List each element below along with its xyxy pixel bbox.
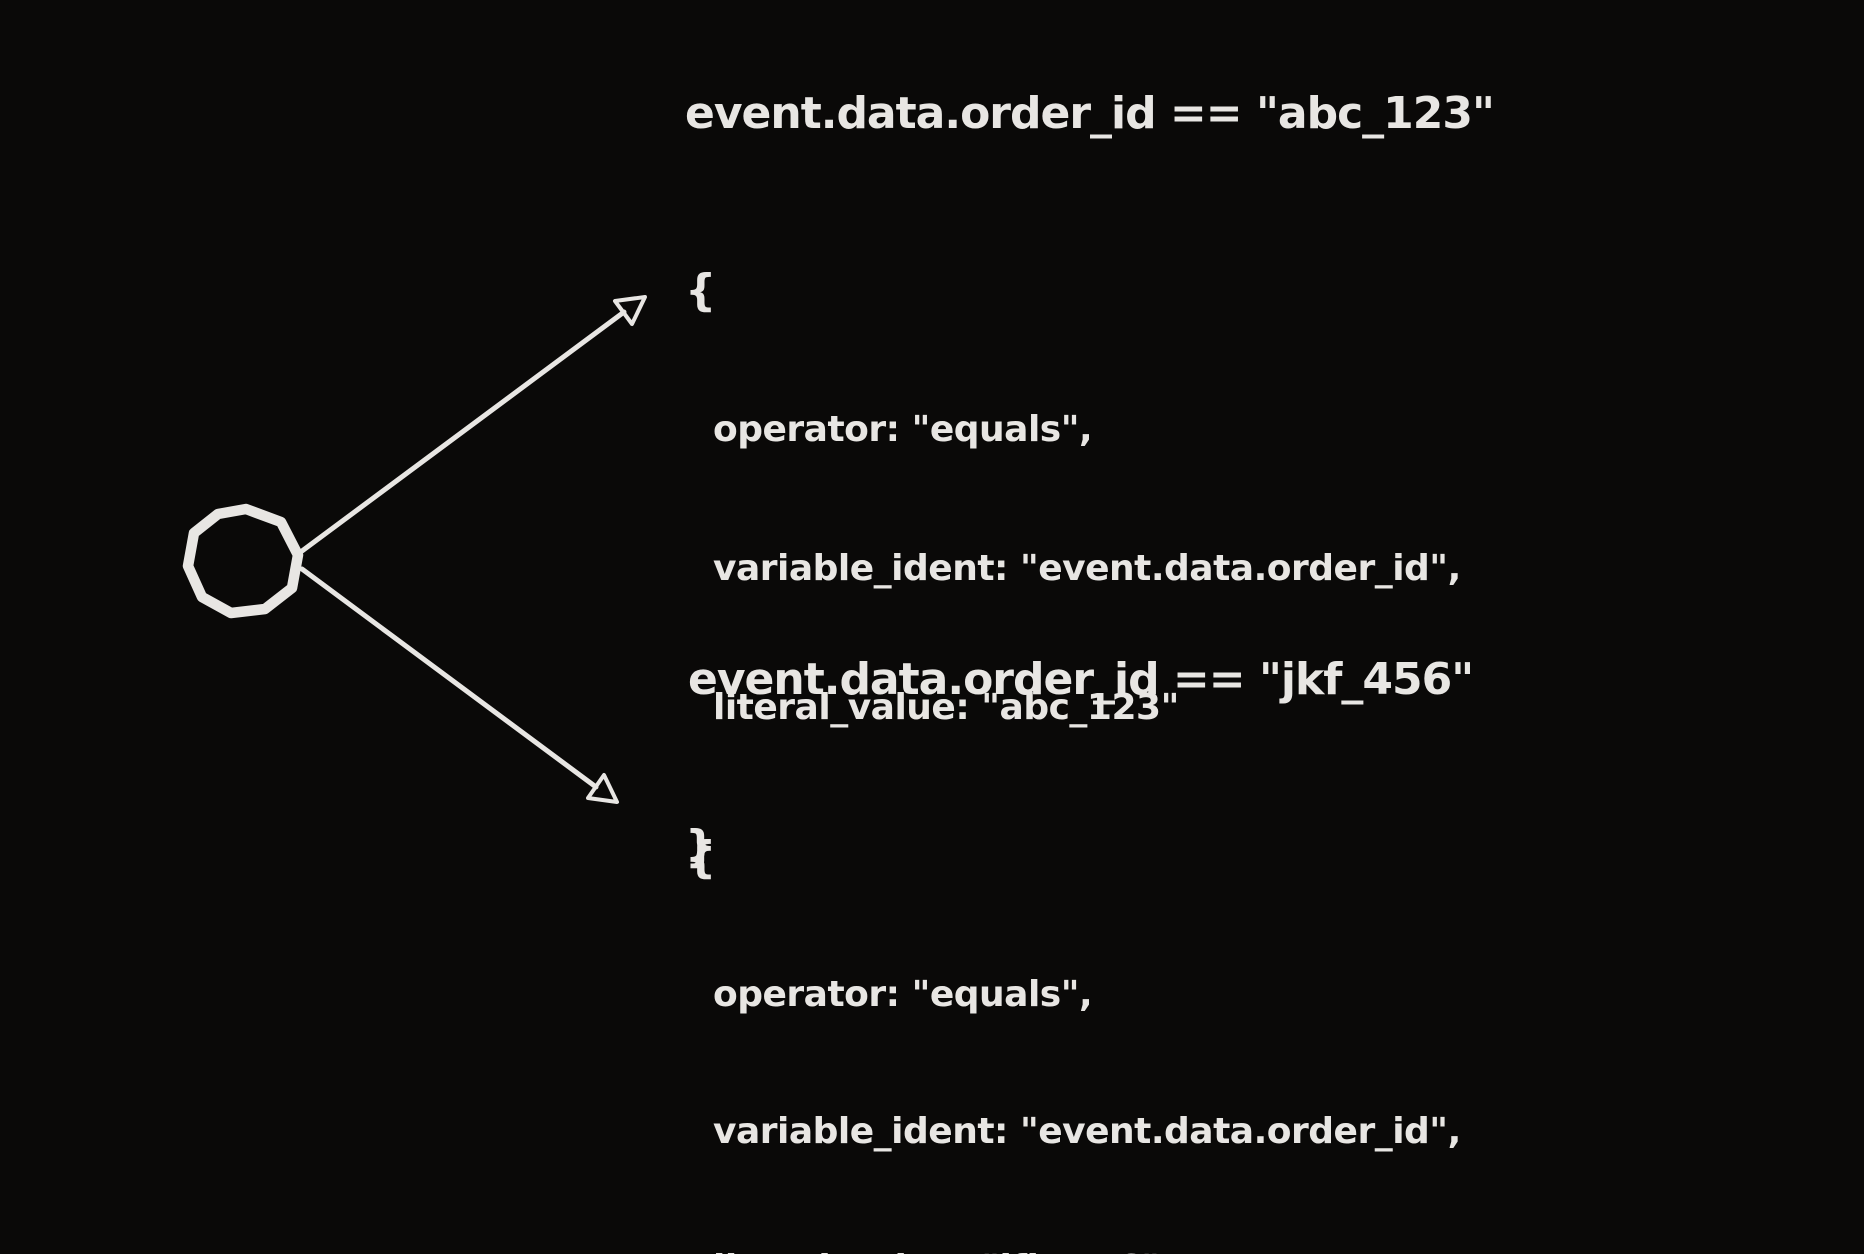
code-line: { bbox=[685, 265, 716, 316]
code-line: literal_value: "jfk_456" bbox=[685, 1241, 1461, 1254]
code-block-1: { operator: "equals", variable_ident: "e… bbox=[685, 180, 1461, 957]
arrow-to-branch-1 bbox=[299, 295, 647, 554]
condition-expression-2: event.data.order_id == "jkf_456" bbox=[688, 654, 1474, 705]
arrow-to-branch-2 bbox=[299, 566, 619, 804]
code-line: { bbox=[685, 832, 716, 883]
state-node-circle-icon bbox=[182, 503, 304, 619]
code-line: operator: "equals", bbox=[713, 409, 1093, 450]
arrowhead-icon bbox=[613, 295, 647, 326]
code-line: variable_ident: "event.data.order_id", bbox=[713, 548, 1461, 589]
code-line: literal_value: "abc_123" bbox=[713, 687, 1179, 728]
code-line: operator: "equals", bbox=[713, 974, 1093, 1015]
code-block-2: { operator: "equals", variable_ident: "e… bbox=[685, 748, 1461, 1254]
code-line: } bbox=[685, 821, 716, 872]
condition-expression-1: event.data.order_id == "abc_123" bbox=[685, 88, 1495, 139]
arrowhead-icon bbox=[586, 773, 619, 804]
code-line: variable_ident: "event.data.order_id", bbox=[713, 1111, 1461, 1152]
